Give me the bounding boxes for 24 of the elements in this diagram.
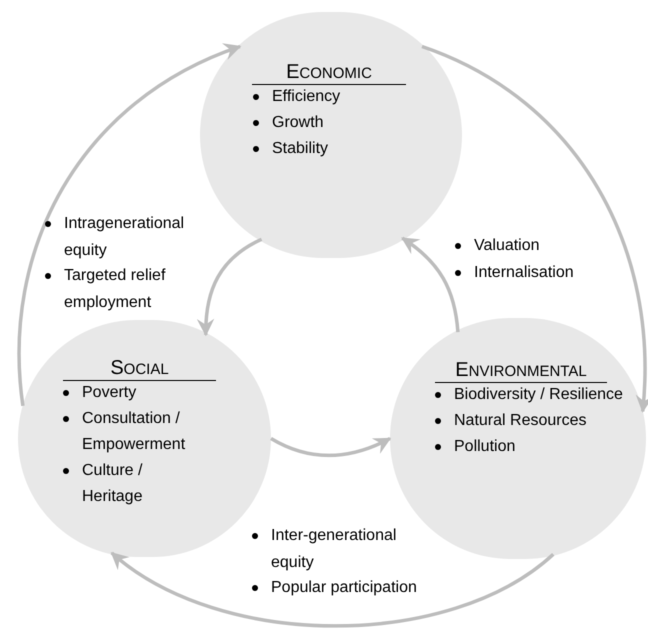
bullet-item: Growth: [272, 113, 324, 133]
bullet-note: Popular participation: [271, 578, 417, 598]
bullet-item: Biodiversity / Resilience: [454, 385, 623, 405]
bullet-note: Targeted relief employment: [64, 266, 166, 313]
cycle-arrow: [270, 436, 392, 458]
cycle-arrow: [110, 552, 554, 628]
bullet-note: Internalisation: [474, 263, 574, 283]
circle-heading: ENVIRONMENTAL: [435, 360, 607, 383]
cycle-arrow: [18, 44, 242, 406]
bullet-item: Culture / Heritage: [82, 461, 144, 507]
bullet-item: Pollution: [454, 437, 516, 457]
circle-heading: SOCIAL: [63, 358, 216, 381]
cycle-arrow: [421, 44, 648, 413]
bullet-note: Valuation: [474, 236, 540, 256]
cycle-arrow: [197, 238, 262, 336]
bullet-item: Consultation / Empowerment: [82, 409, 186, 455]
bullet-item: Poverty: [82, 383, 136, 403]
bullet-note: Inter-generational equity: [271, 526, 398, 573]
bullet-item: Efficiency: [272, 87, 340, 107]
bullet-note: Intragenerational equity: [64, 214, 186, 261]
bullet-item: Natural Resources: [454, 411, 586, 431]
circle-heading: ECONOMIC: [252, 62, 406, 85]
bullet-item: Stability: [272, 139, 328, 159]
cycle-arrow: [401, 236, 460, 332]
